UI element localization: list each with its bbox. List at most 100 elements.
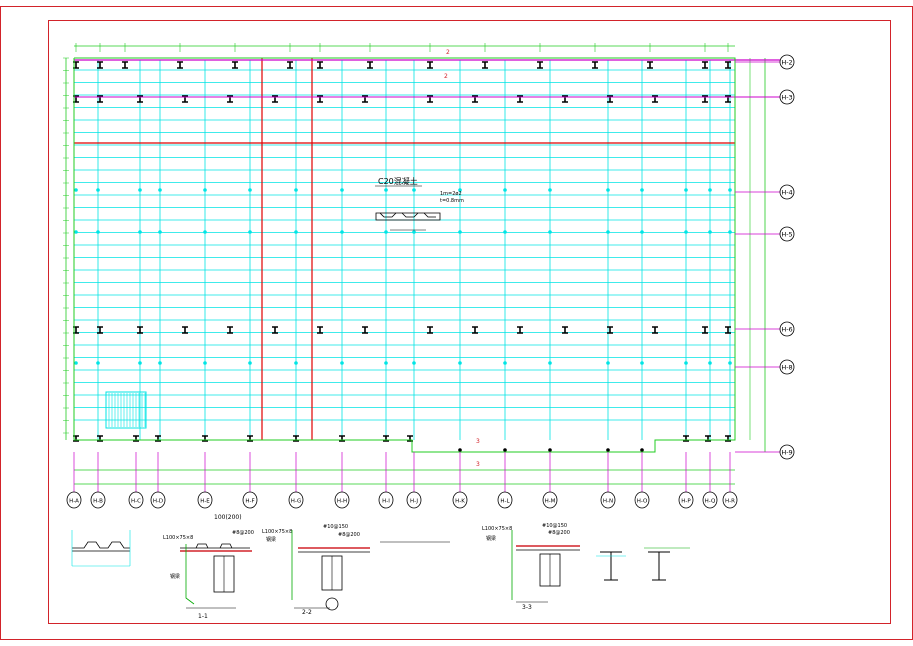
node-mark (548, 188, 552, 192)
axis-label: H-I (382, 499, 390, 505)
axis-bubble (90, 491, 106, 509)
axis-bubble (378, 491, 394, 509)
axis-label: H-L (500, 499, 510, 505)
detail3-angle: L100×75×8 (482, 526, 512, 532)
axis-label: H-N (603, 499, 613, 505)
axis-label: H-C (131, 499, 141, 505)
axis-bubble (779, 54, 795, 70)
node-mark (294, 230, 298, 234)
node-mark (248, 361, 252, 365)
node-mark (340, 230, 344, 234)
column-mark (362, 326, 368, 334)
node-mark (340, 188, 344, 192)
slab-note-line2: t=0.8mm (440, 198, 464, 204)
detail3-rebar: #10@150 (542, 523, 567, 529)
column-mark (607, 326, 613, 334)
axis-bubble (334, 491, 350, 509)
axis-bubble (678, 491, 694, 509)
column-mark (427, 326, 433, 334)
node-mark (548, 361, 552, 365)
axis-bubble (197, 491, 213, 509)
node-mark (503, 230, 507, 234)
node-mark (74, 230, 78, 234)
node-mark (548, 230, 552, 234)
detail2-rebar2: #8@200 (338, 532, 360, 538)
node-mark (548, 448, 552, 452)
column-mark (592, 61, 598, 69)
axis-bubble (452, 491, 468, 509)
axis-label: H-H (337, 499, 347, 505)
node-mark (458, 188, 462, 192)
slab-label-a: 2 (446, 49, 450, 56)
detail3-code: 3-3 (522, 604, 532, 611)
column-mark (272, 326, 278, 334)
detail2-rebar: #10@150 (323, 524, 348, 530)
node-mark (203, 188, 207, 192)
detail1-angle: L100×75×8 (163, 535, 193, 541)
column-mark (137, 326, 143, 334)
detail2-angle: L100×75×8 (262, 529, 292, 535)
axis-label: H-M (545, 499, 556, 505)
axis-label: H-P (681, 499, 691, 505)
node-mark (158, 361, 162, 365)
node-mark (74, 188, 78, 192)
axis-label: H-4 (781, 189, 792, 197)
axis-label: H-F (245, 499, 254, 505)
axis-label: H-J (410, 499, 418, 505)
column-mark (652, 326, 658, 334)
axis-bubble (779, 359, 795, 375)
axis-label: H-Q (705, 499, 716, 505)
horizontal-grid-lines (74, 69, 735, 421)
node-mark (640, 448, 644, 452)
column-mark (725, 61, 731, 69)
node-mark (158, 188, 162, 192)
axis-bubble (779, 184, 795, 200)
node-mark (138, 230, 142, 234)
detail-profile (71, 530, 131, 567)
axis-bubble (150, 491, 166, 509)
column-mark (517, 326, 523, 334)
axis-bubble (66, 491, 82, 509)
node-mark (412, 230, 416, 234)
detail-3-3: L100×75×8 #10@150 #8@200 钢梁 3-3 (482, 523, 580, 611)
column-mark (367, 61, 373, 69)
detail3-label: 钢梁 (486, 535, 496, 542)
node-mark (728, 188, 732, 192)
detail-1-1: 100(200) L100×75×8 #8@200 钢梁 1-1 (163, 514, 254, 620)
node-mark (158, 230, 162, 234)
axis-label: H-9 (781, 449, 792, 457)
column-mark (232, 61, 238, 69)
column-mark (227, 326, 233, 334)
column-detail-small (596, 547, 690, 581)
axis-label: H-5 (781, 231, 792, 239)
node-mark (708, 230, 712, 234)
column-mark (122, 61, 128, 69)
node-mark (684, 188, 688, 192)
node-mark (458, 361, 462, 365)
column-mark (317, 326, 323, 334)
floor-plan: C20混凝土 1m=2ø2 t=0.8mm 2 2 3 3 (63, 43, 780, 485)
node-mark (503, 448, 507, 452)
node-mark (606, 448, 610, 452)
detail2-code: 2-2 (302, 609, 312, 616)
axis-label: H-3 (781, 94, 792, 102)
column-mark (702, 61, 708, 69)
vertical-grid-lines (97, 60, 731, 440)
node-mark (384, 188, 388, 192)
column-mark (182, 326, 188, 334)
column-mark (562, 326, 568, 334)
plan-outline (73, 57, 736, 453)
axis-label: H-R (725, 499, 735, 505)
node-mark (96, 188, 100, 192)
axis-label: H-2 (781, 59, 792, 67)
node-mark (203, 361, 207, 365)
detail2-label: 钢梁 (266, 536, 276, 543)
detail1-code: 1-1 (198, 613, 208, 620)
node-mark (640, 188, 644, 192)
axis-bubble (406, 491, 422, 509)
step-label-a: 3 (476, 438, 480, 445)
slab-note-title: C20混凝土 (378, 176, 418, 186)
node-mark (640, 361, 644, 365)
detail3-rebar2: #8@200 (548, 530, 570, 536)
node-mark (74, 361, 78, 365)
